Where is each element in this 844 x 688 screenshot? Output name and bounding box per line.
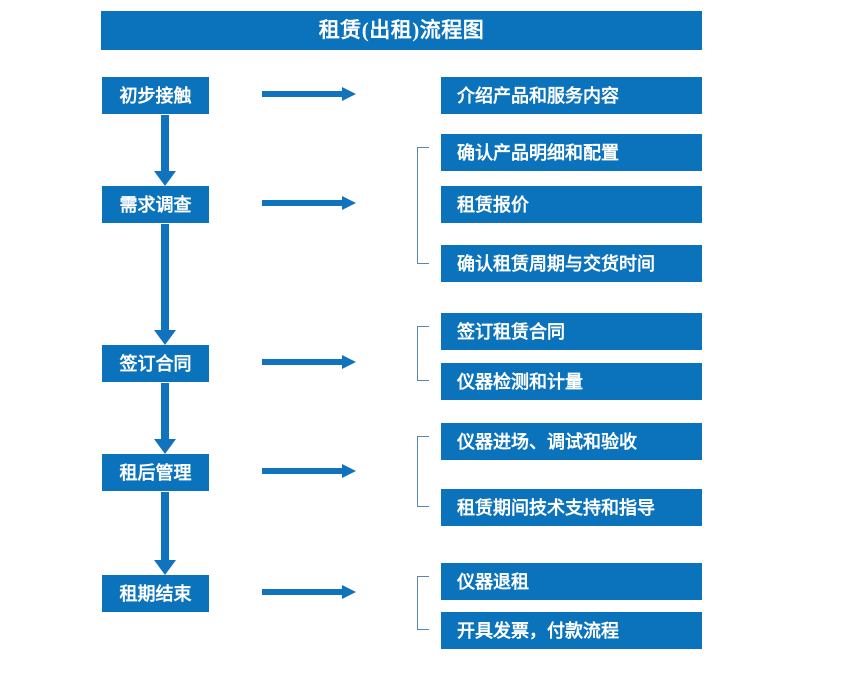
stage-box-2[interactable]: 需求调查 (102, 186, 209, 223)
horizontal-arrow-4 (262, 464, 357, 478)
stage-box-5[interactable]: 租期结束 (102, 575, 209, 612)
vertical-arrow-2 (148, 224, 176, 346)
horizontal-arrow-3 (262, 355, 357, 369)
stage-box-4[interactable]: 租后管理 (102, 454, 209, 491)
detail-box-5[interactable]: 签订租赁合同 (441, 313, 702, 350)
detail-box-9[interactable]: 仪器退租 (441, 563, 702, 600)
detail-box-6[interactable]: 仪器检测和计量 (441, 363, 702, 400)
horizontal-arrow-1 (262, 87, 357, 101)
group-bracket-2 (417, 326, 429, 381)
vertical-arrow-3 (148, 383, 176, 455)
group-bracket-4 (417, 576, 429, 630)
detail-box-4[interactable]: 确认租赁周期与交货时间 (441, 245, 702, 282)
diagram-title: 租赁(出租)流程图 (101, 11, 702, 50)
detail-box-7[interactable]: 仪器进场、调试和验收 (441, 423, 702, 460)
group-bracket-3 (417, 436, 429, 507)
horizontal-arrow-5 (262, 585, 357, 599)
vertical-arrow-1 (148, 115, 176, 187)
vertical-arrow-4 (148, 492, 176, 576)
detail-box-1[interactable]: 介绍产品和服务内容 (441, 77, 702, 114)
horizontal-arrow-2 (262, 196, 357, 210)
detail-box-2[interactable]: 确认产品明细和配置 (441, 134, 702, 171)
stage-box-1[interactable]: 初步接触 (102, 77, 209, 114)
detail-box-10[interactable]: 开具发票，付款流程 (441, 612, 702, 649)
group-bracket-1 (417, 147, 429, 264)
stage-box-3[interactable]: 签订合同 (102, 345, 209, 382)
detail-box-8[interactable]: 租赁期间技术支持和指导 (441, 489, 702, 526)
detail-box-3[interactable]: 租赁报价 (441, 186, 702, 223)
